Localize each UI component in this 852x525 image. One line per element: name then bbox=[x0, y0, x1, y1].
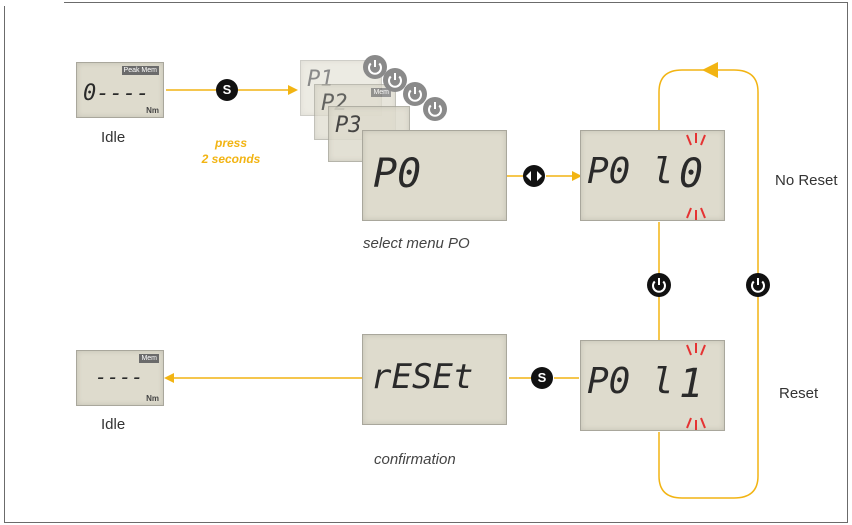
power-icon bbox=[383, 68, 407, 92]
lcd-unit: Nm bbox=[146, 106, 159, 115]
loop-arrowhead bbox=[702, 62, 718, 78]
lcd-tag: Mem bbox=[139, 354, 159, 363]
lcd-unit: Nm bbox=[146, 394, 159, 403]
lcd-tag: Peak Mem bbox=[121, 66, 159, 75]
lcd-reset: P0 l 1 bbox=[580, 340, 725, 431]
s-button-bottom: S bbox=[531, 367, 553, 389]
lcd-display: P0 l bbox=[587, 361, 674, 402]
no-reset-label: No Reset bbox=[775, 172, 838, 189]
caption-select-menu: select menu PO bbox=[363, 235, 470, 252]
lcd-display: P0 bbox=[373, 151, 422, 197]
idle-bottom-label: Idle bbox=[101, 416, 126, 433]
caption-confirmation: confirmation bbox=[374, 451, 456, 468]
blink-rays-icon bbox=[686, 133, 706, 220]
menu-item-label: P3 bbox=[335, 113, 362, 138]
blinking-digit: 1 bbox=[679, 361, 704, 407]
diagram-frame bbox=[4, 2, 848, 523]
power-icon bbox=[423, 97, 447, 121]
lcd-display: rESEt bbox=[371, 357, 474, 397]
left-right-arrows-icon bbox=[523, 165, 545, 187]
power-icon bbox=[403, 82, 427, 106]
lcd-idle-bottom: Mem ---- Nm bbox=[76, 350, 164, 406]
lcd-display: P0 l bbox=[587, 151, 674, 192]
idle-top-label: Idle bbox=[101, 129, 126, 146]
lcd-display: 0---- bbox=[83, 81, 150, 106]
press-instruction: press 2 seconds bbox=[186, 135, 276, 167]
power-icon bbox=[746, 273, 770, 297]
lcd-menu-po: P0 bbox=[362, 130, 507, 221]
power-icon bbox=[647, 273, 671, 297]
s-button-top: S bbox=[216, 79, 238, 101]
lcd-tag: Mem bbox=[371, 88, 391, 97]
frame-gap bbox=[4, 0, 64, 6]
lcd-idle-top: Peak Mem 0---- Nm bbox=[76, 62, 164, 118]
blinking-digit: 0 bbox=[679, 151, 704, 197]
reset-label: Reset bbox=[779, 385, 819, 402]
blink-rays-icon bbox=[686, 343, 706, 430]
lcd-no-reset: P0 l 0 bbox=[580, 130, 725, 221]
lcd-confirmation: rESEt bbox=[362, 334, 507, 425]
press-line-1: press bbox=[214, 136, 248, 150]
lcd-display: ---- bbox=[95, 365, 144, 389]
press-line-2: 2 seconds bbox=[201, 152, 261, 166]
